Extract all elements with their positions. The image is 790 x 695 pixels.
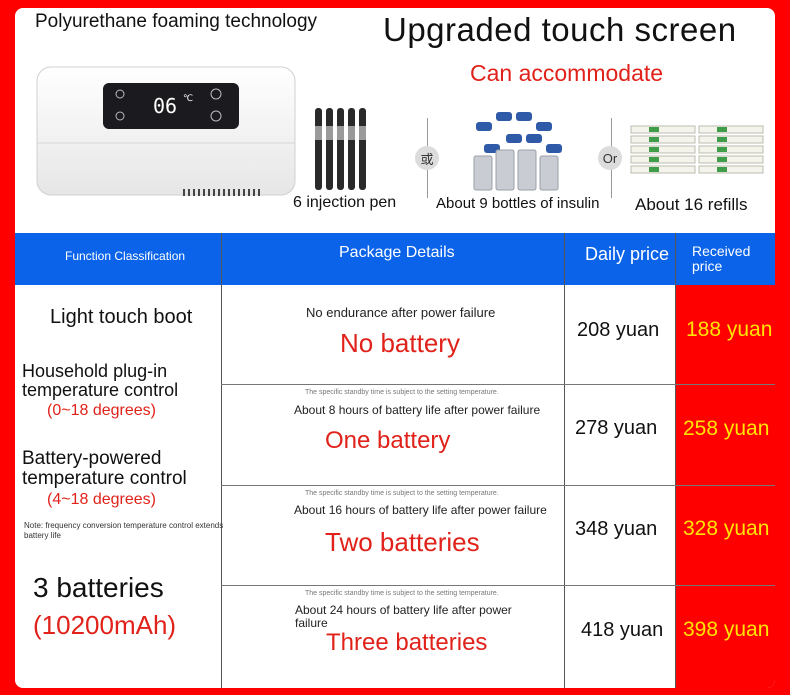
feature-note: Note: frequency conversion temperature c… bbox=[24, 521, 224, 540]
insulin-cooler-image: 06 ℃ bbox=[33, 63, 301, 203]
row2-daily-price: 278 yuan bbox=[575, 417, 658, 439]
header-package: Package Details bbox=[339, 244, 455, 261]
column-divider bbox=[564, 233, 565, 688]
table-header bbox=[15, 233, 775, 285]
injection-pens-image bbox=[307, 106, 377, 192]
or-badge-zh: 或 bbox=[415, 146, 439, 170]
feature-touch-boot: Light touch boot bbox=[50, 306, 193, 328]
product-poster: Polyurethane foaming technology Upgraded… bbox=[15, 8, 775, 688]
row4-desc: About 24 hours of battery life after pow… bbox=[295, 603, 512, 630]
feature-household-line1: Household plug-in bbox=[22, 361, 168, 381]
feature-household-line2: temperature control bbox=[22, 380, 179, 400]
row3-note: The specific standby time is subject to … bbox=[305, 490, 499, 497]
feature-battery-line2: temperature control bbox=[22, 468, 187, 489]
pens-caption: 6 injection pen bbox=[293, 194, 397, 211]
row4-note: The specific standby time is subject to … bbox=[305, 590, 499, 597]
row1-received-price: 188 yuan bbox=[686, 318, 773, 341]
refills-image bbox=[629, 124, 765, 180]
feature-household-range: (0~18 degrees) bbox=[47, 402, 156, 419]
refills-caption: About 16 refills bbox=[635, 195, 748, 214]
row4-daily-price: 418 yuan bbox=[581, 619, 664, 641]
accommodate-heading: Can accommodate bbox=[470, 60, 664, 86]
row3-title: Two batteries bbox=[325, 527, 480, 557]
row3-received-price: 328 yuan bbox=[683, 517, 770, 540]
row3-daily-price: 348 yuan bbox=[575, 518, 658, 540]
row3-desc: About 16 hours of battery life after pow… bbox=[294, 503, 547, 517]
column-divider bbox=[675, 233, 676, 688]
header-function: Function Classification bbox=[65, 249, 186, 263]
foaming-technology-title: Polyurethane foaming technology bbox=[35, 11, 318, 32]
feature-battery-line1: Battery-powered bbox=[22, 448, 162, 469]
row-divider bbox=[221, 485, 775, 486]
received-column bbox=[675, 285, 775, 688]
bottles-caption: About 9 bottles of insulin bbox=[436, 195, 600, 212]
row-divider bbox=[221, 585, 775, 586]
row2-title: One battery bbox=[325, 427, 451, 454]
touch-screen-title: Upgraded touch screen bbox=[383, 11, 737, 48]
row2-desc: About 8 hours of battery life after powe… bbox=[294, 403, 541, 417]
insulin-bottles-image bbox=[470, 106, 570, 194]
row1-desc: No endurance after power failure bbox=[306, 305, 496, 320]
feature-capacity: (10200mAh) bbox=[33, 610, 177, 640]
display-temp: 06 bbox=[153, 94, 177, 118]
feature-batteries: 3 batteries bbox=[33, 572, 164, 603]
row-divider bbox=[221, 384, 775, 385]
row4-title: Three batteries bbox=[326, 629, 488, 656]
row2-note: The specific standby time is subject to … bbox=[305, 389, 499, 396]
header-received: Received price bbox=[692, 243, 751, 274]
row1-daily-price: 208 yuan bbox=[577, 319, 660, 341]
row1-title: No battery bbox=[340, 328, 460, 358]
row4-received-price: 398 yuan bbox=[683, 618, 770, 641]
display-unit: ℃ bbox=[183, 94, 193, 104]
or-badge-en: Or bbox=[598, 146, 622, 170]
feature-battery-range: (4~18 degrees) bbox=[47, 491, 156, 508]
column-divider bbox=[221, 233, 222, 688]
header-daily: Daily price bbox=[585, 244, 670, 264]
row2-received-price: 258 yuan bbox=[683, 417, 770, 440]
